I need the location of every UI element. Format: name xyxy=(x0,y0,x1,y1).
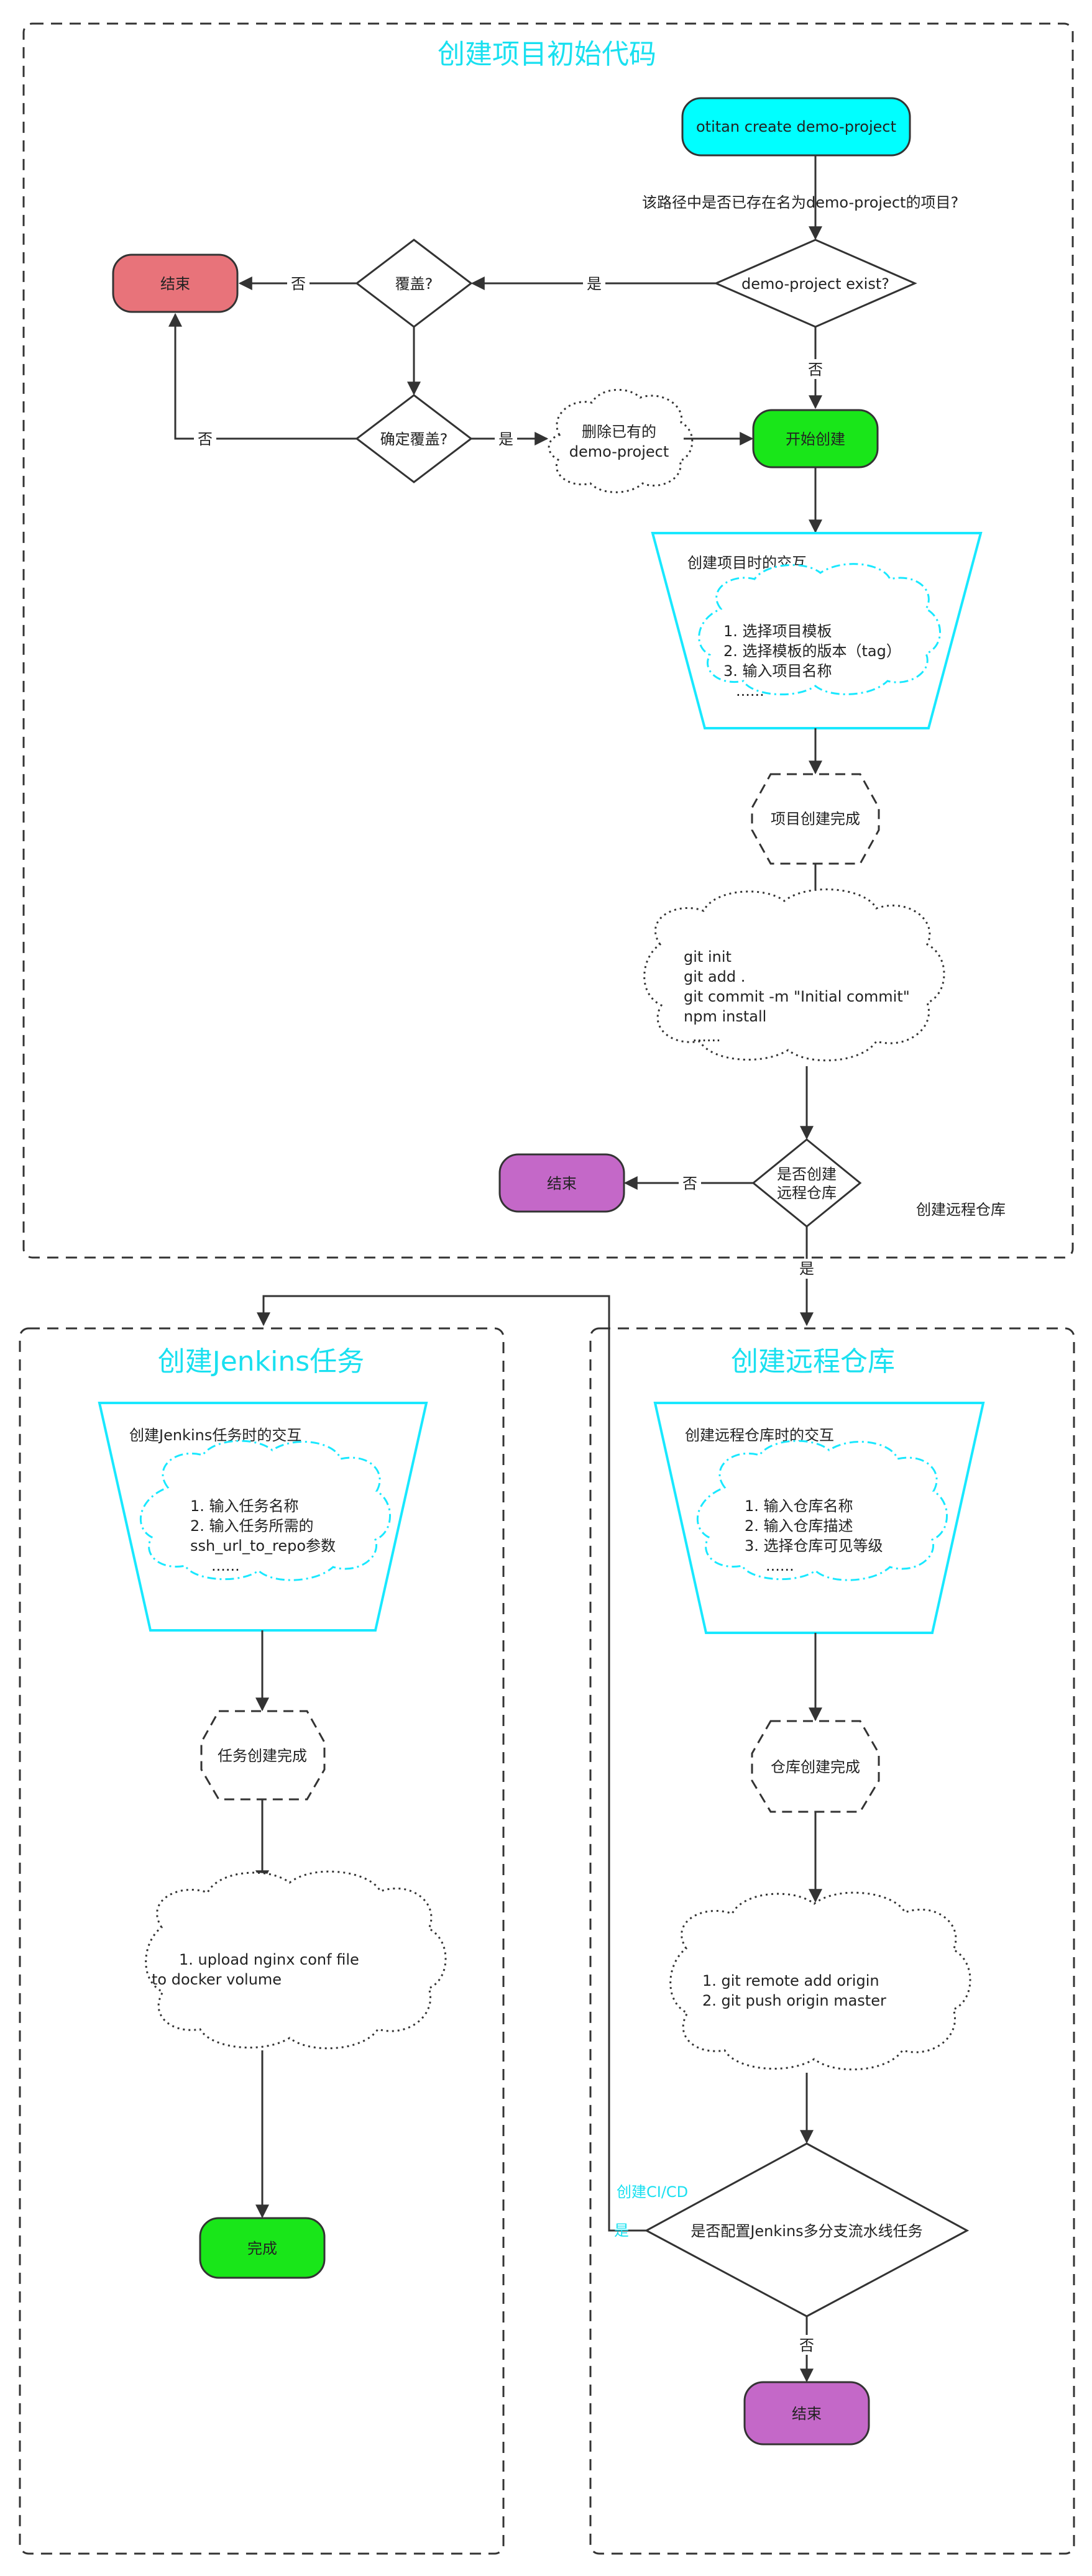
project-interaction-item-2: 2. 选择模板的版本（tag） xyxy=(723,642,901,660)
confirm-no-label: 否 xyxy=(198,431,213,448)
overwrite-no-label: 否 xyxy=(291,275,306,293)
repo-end-terminator[interactable] xyxy=(743,2381,870,2446)
task-done-label: 任务创建完成 xyxy=(218,1747,307,1765)
git-cmd-4: npm install xyxy=(684,1008,766,1025)
git-cmd-3: git commit -m "Initial commit" xyxy=(684,988,910,1005)
project-done-label: 项目创建完成 xyxy=(771,810,860,828)
jenkins-panel-border xyxy=(19,1327,505,2555)
exist-decision-label: demo-project exist? xyxy=(741,275,889,293)
finish-label: 完成 xyxy=(247,2240,277,2257)
project-interaction-item-3: 3. 输入项目名称 xyxy=(723,662,832,680)
remote-no-label: 否 xyxy=(682,1175,697,1192)
repo-done-label: 仓库创建完成 xyxy=(771,1758,860,1776)
repo-panel-border xyxy=(589,1327,1075,2555)
project-interaction-cloud xyxy=(698,563,941,696)
exist-question-text: 该路径中是否已存在名为demo-project的项目? xyxy=(642,194,958,211)
cicd-label: 创建CI/CD xyxy=(617,2183,688,2201)
delete-cloud-line1: 删除已有的 xyxy=(582,423,656,441)
cicd-yes-label: 是 xyxy=(614,2222,629,2239)
repo-panel-title: 创建远程仓库 xyxy=(731,1346,895,1377)
remote-side-label: 创建远程仓库 xyxy=(916,1201,1006,1218)
end-purple-label: 结束 xyxy=(547,1175,577,1192)
end-purple-terminator[interactable] xyxy=(498,1153,625,1213)
remote-decision-line2: 远程仓库 xyxy=(777,1184,837,1202)
exist-no-label: 否 xyxy=(808,361,823,378)
nginx-upload-cloud xyxy=(145,1870,447,2050)
finish-terminator[interactable] xyxy=(199,2217,326,2279)
start-terminator[interactable] xyxy=(681,97,911,157)
end-red-terminator[interactable] xyxy=(112,253,239,313)
overwrite-decision-label: 覆盖? xyxy=(395,275,433,293)
pipeline-decision-label: 是否配置Jenkins多分支流水线任务 xyxy=(691,2222,922,2240)
git-remote-line2: 2. git push origin master xyxy=(702,1992,886,2009)
git-cmd-2: git add . xyxy=(684,968,745,985)
edge-pipeline-to-jenkins-panel xyxy=(257,1295,646,2232)
confirm-yes-label: 是 xyxy=(498,431,513,448)
confirm-decision-label: 确定覆盖? xyxy=(380,431,448,448)
repo-end-label: 结束 xyxy=(792,2405,822,2423)
remote-decision[interactable] xyxy=(751,1138,862,1228)
repo-interaction-cloud xyxy=(696,1440,948,1581)
jenkins-interaction-item-3: ssh_url_to_repo参数 xyxy=(190,1537,336,1555)
delete-cloud-line2: demo-project xyxy=(569,443,669,460)
repo-interaction-item-1: 1. 输入仓库名称 xyxy=(745,1497,853,1515)
repo-interaction-title: 创建远程仓库时的交互 xyxy=(685,1427,834,1444)
exist-yes-label: 是 xyxy=(587,275,602,293)
git-remote-cloud xyxy=(669,1891,971,2071)
confirm-decision[interactable] xyxy=(355,394,473,483)
start-terminator-label: otitan create demo-project xyxy=(696,118,896,135)
delete-cloud xyxy=(548,389,694,493)
project-done-node xyxy=(751,773,880,865)
git-cmd-1: git init xyxy=(684,948,732,966)
repo-interaction-item-3: 3. 选择仓库可见等级 xyxy=(745,1537,883,1555)
jenkins-interaction-cloud xyxy=(139,1440,391,1581)
project-interaction-item-4: ...... xyxy=(736,682,764,700)
git-remote-line1: 1. git remote add origin xyxy=(702,1972,879,1989)
jenkins-interaction-item-4: ...... xyxy=(211,1557,240,1574)
git-commands-cloud xyxy=(643,888,945,1062)
start-create-label: 开始创建 xyxy=(786,431,845,448)
remote-decision-line1: 是否创建 xyxy=(777,1166,837,1183)
edge-confirm-to-end xyxy=(168,313,357,440)
repo-interaction-item-4: ...... xyxy=(766,1557,794,1574)
nginx-cloud-line2: to docker volume xyxy=(152,1971,282,1988)
jenkins-interaction-title: 创建Jenkins任务时的交互 xyxy=(129,1427,301,1444)
pipeline-no-label: 否 xyxy=(799,2337,814,2354)
jenkins-interaction-item-2: 2. 输入任务所需的 xyxy=(190,1517,314,1535)
git-cmd-5: ...... xyxy=(692,1028,721,1045)
repo-interaction-item-2: 2. 输入仓库描述 xyxy=(745,1517,853,1535)
repo-done-node xyxy=(751,1720,880,1813)
jenkins-interaction-item-1: 1. 输入任务名称 xyxy=(190,1497,299,1515)
remote-yes-label: 是 xyxy=(799,1260,814,1277)
end-red-label: 结束 xyxy=(160,275,190,293)
jenkins-panel-title: 创建Jenkins任务 xyxy=(158,1346,364,1377)
project-interaction-item-1: 1. 选择项目模板 xyxy=(723,623,832,640)
task-done-node xyxy=(200,1710,326,1801)
top-panel-title: 创建项目初始代码 xyxy=(438,39,656,70)
nginx-cloud-line1: 1. upload nginx conf file xyxy=(179,1951,359,1968)
